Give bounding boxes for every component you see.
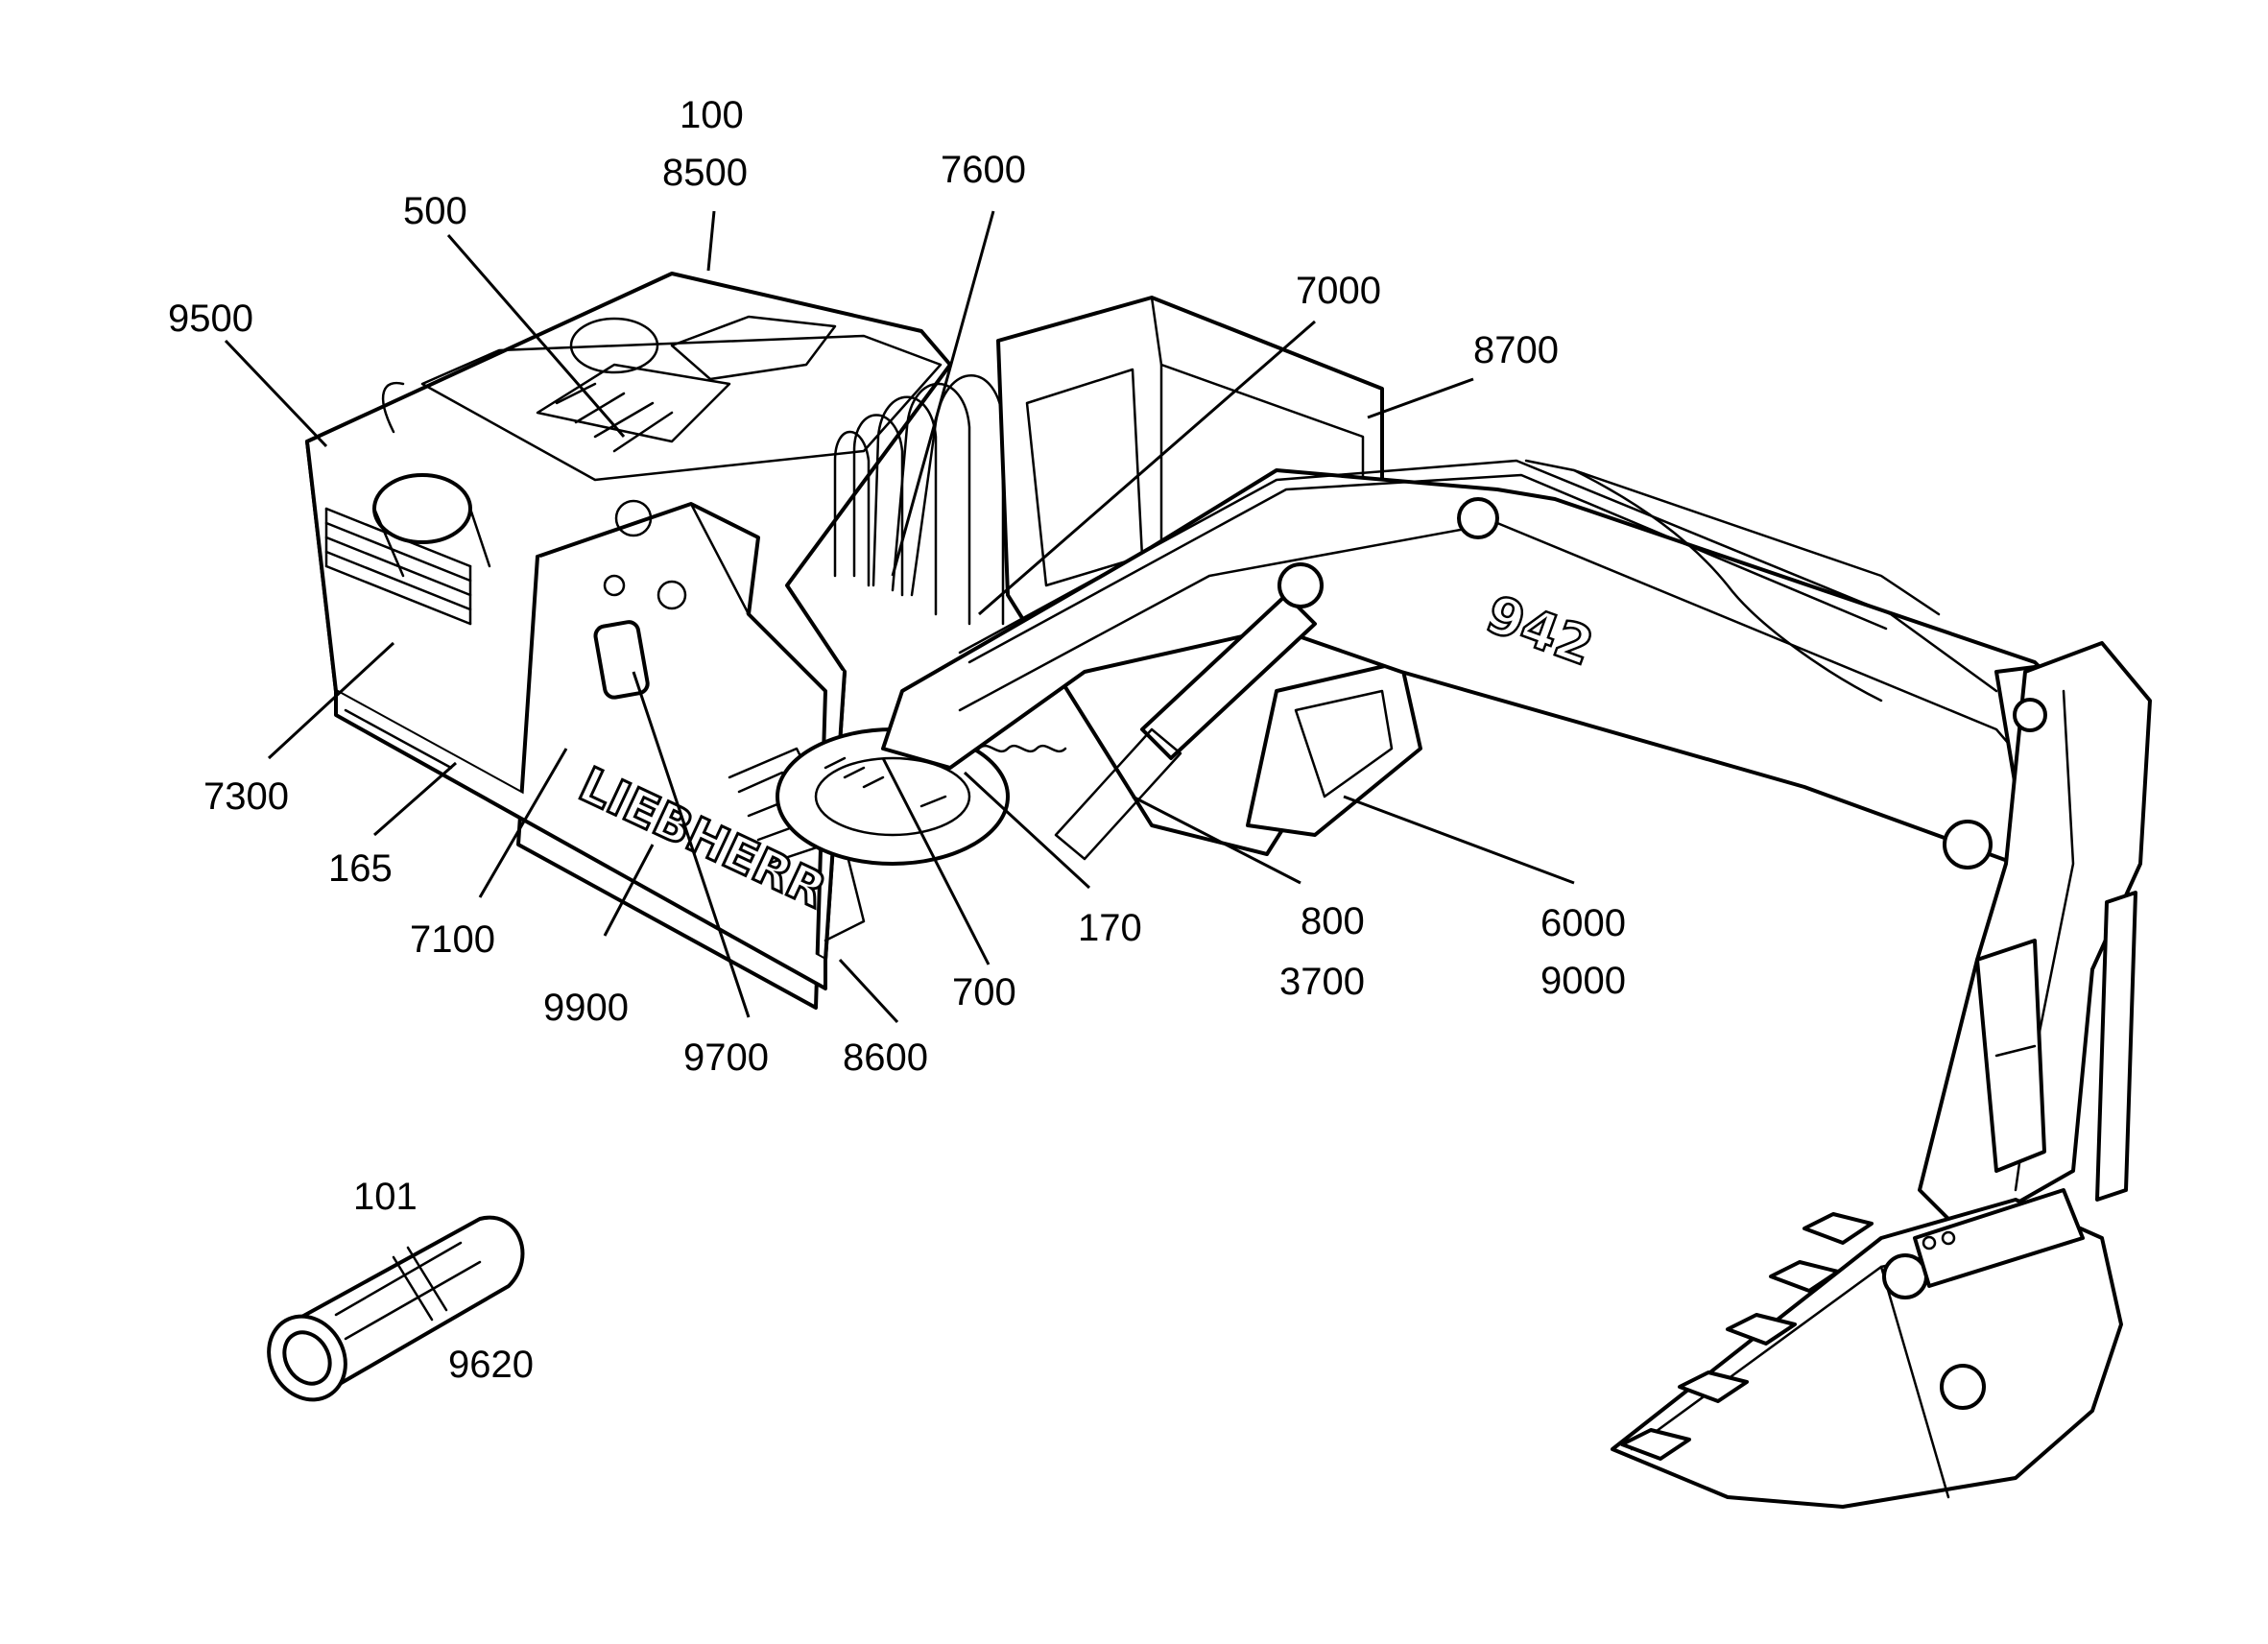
callout-100: 100 [680,94,744,136]
callout-3700: 3700 [1279,961,1365,1003]
callout-7000: 7000 [1296,270,1381,312]
callouts: 100 8500 500 7600 9500 7000 8700 7300 16… [168,94,1626,1386]
callout-500: 500 [403,190,467,232]
callout-8500: 8500 [662,152,748,194]
callout-9500: 9500 [168,298,253,340]
callout-8700: 8700 [1473,329,1559,371]
rolled-mat [267,1215,525,1402]
bucket [1611,1188,2123,1509]
callout-9700: 9700 [683,1036,769,1079]
stick-arm [1918,641,2152,1221]
callout-7300: 7300 [203,775,289,818]
callout-9900: 9900 [543,987,629,1029]
leader-lines [224,210,1575,1024]
callout-9000: 9000 [1540,960,1626,1002]
callout-700: 700 [952,971,1016,1013]
callout-800: 800 [1301,900,1365,942]
callout-101: 101 [353,1176,418,1218]
callout-165: 165 [328,847,393,890]
callout-6000: 6000 [1540,902,1626,944]
callout-7100: 7100 [410,918,495,961]
callout-170: 170 [1078,907,1142,949]
engine-housing [305,272,952,1010]
callout-8600: 8600 [843,1036,928,1079]
callout-9620: 9620 [448,1344,534,1386]
callout-7600: 7600 [941,149,1026,191]
